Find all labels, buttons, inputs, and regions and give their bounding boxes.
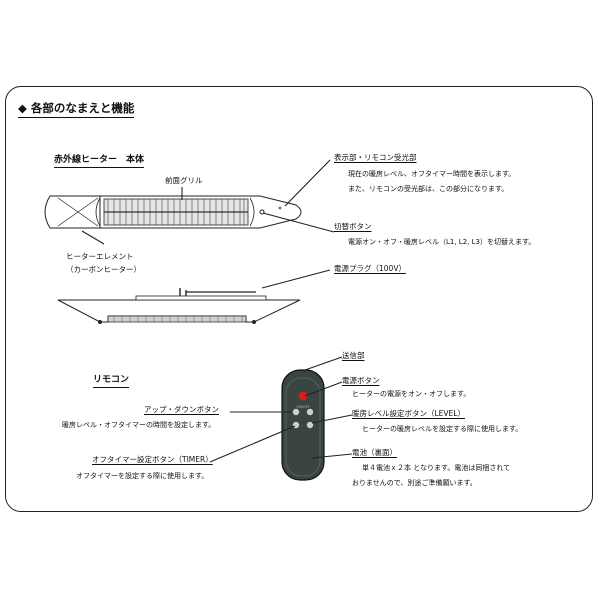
leader-lines	[81, 159, 353, 463]
heater-element-sub: （カーボンヒーター）	[66, 265, 141, 274]
display-line1: 現在の暖房レベル、オフタイマー時間を表示します。	[348, 170, 516, 178]
section-heading: ◆ 各部のなまえと機能	[18, 101, 135, 118]
plug-title: 電源プラグ（100V）	[334, 264, 406, 273]
content-frame	[5, 86, 593, 512]
battery-line1: 単４電池ｘ２本 となります。電池は同梱されて	[362, 464, 511, 472]
svg-text:ON/OFF: ON/OFF	[296, 405, 309, 409]
timer-title: オフタイマー設定ボタン（TIMER）	[92, 455, 213, 464]
timer-line1: オフタイマーを設定する際に使用します。	[76, 472, 209, 480]
display-title: 表示部・リモコン受光部	[334, 153, 417, 162]
updown-title: アップ・ダウンボタン	[144, 405, 219, 414]
heater-front-view	[44, 195, 302, 229]
transmitter-label: 送信部	[342, 351, 365, 360]
remote-power-button	[298, 391, 308, 401]
heater-heading: 赤外線ヒーター 本体	[54, 156, 145, 168]
power-line1: ヒーターの電源をオン・オフします。	[352, 390, 471, 398]
display-line2: また、リモコンの受光部は、この部分になります。	[348, 185, 509, 193]
display-dot	[278, 206, 282, 210]
front-grille-label: 前面グリル	[165, 176, 203, 185]
switch-title: 切替ボタン	[334, 222, 372, 231]
power-title: 電源ボタン	[342, 376, 380, 385]
battery-title: 電池（裏面）	[352, 448, 397, 457]
switch-line1: 電源オン・オフ・暖房レベル（L1, L2, L3）を切替えます。	[348, 238, 536, 246]
level-title: 暖房レベル設定ボタン（LEVEL）	[352, 409, 465, 418]
battery-line2: おりませんので、別途ご準備願います。	[352, 479, 477, 487]
heater-element-label: ヒーターエレメント	[66, 252, 134, 261]
remote-heading: リモコン	[93, 376, 130, 388]
section-title: 各部のなまえと機能	[30, 101, 135, 115]
level-line1: ヒーターの暖房レベルを設定する際に使用します。	[362, 425, 523, 433]
diamond-icon: ◆	[18, 101, 27, 115]
remote-control: ON/OFF	[281, 369, 325, 481]
heater-bottom-view	[57, 288, 301, 324]
updown-line1: 暖房レベル・オフタイマーの時間を設定します。	[62, 421, 216, 429]
